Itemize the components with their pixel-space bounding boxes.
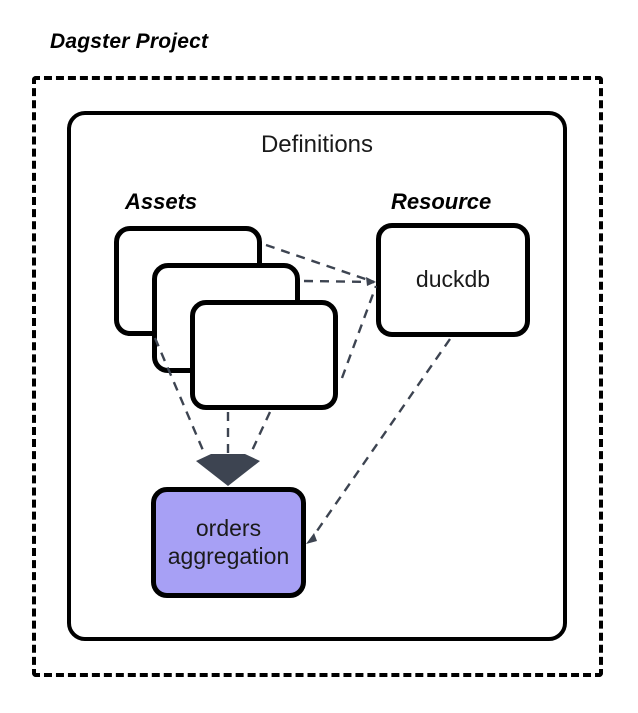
orders-aggregation-line2: aggregation [167,542,290,569]
project-boundary [32,76,603,677]
orders-aggregation-label: orders aggregation [166,515,292,570]
resource-section-label: Resource [391,189,492,214]
assets-section-label: Assets [125,189,198,214]
definitions-container [67,111,567,641]
project-title: Dagster Project [50,30,209,53]
orders-aggregation-line1: orders [195,514,262,541]
duckdb-label: duckdb [415,266,491,293]
duckdb-resource-node[interactable]: duckdb [376,223,530,337]
asset-card-3[interactable] [190,300,338,410]
orders-aggregation-node[interactable]: orders aggregation [151,487,306,598]
definitions-title: Definitions [260,131,374,158]
